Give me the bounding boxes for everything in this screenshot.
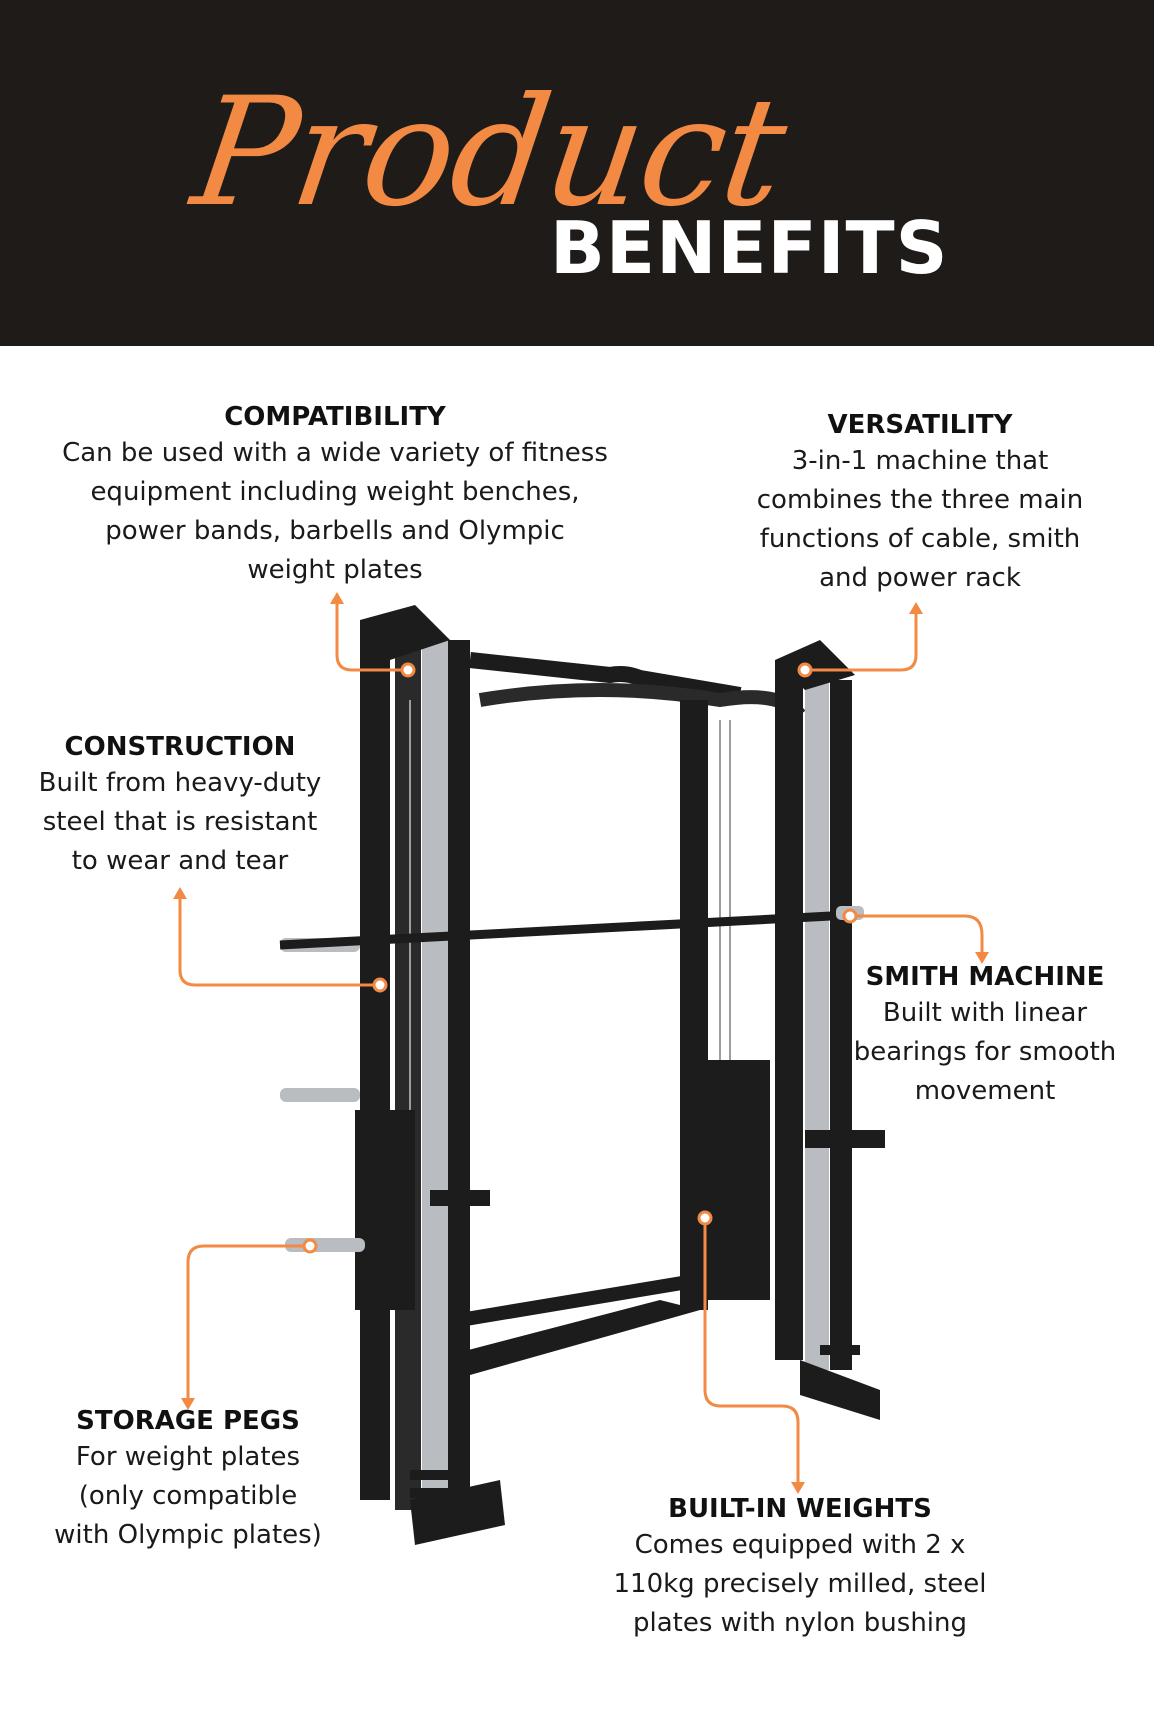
benefit-line: combines the three main bbox=[756, 485, 1084, 515]
versatility-connector bbox=[806, 608, 918, 672]
arrow-down-icon bbox=[181, 1398, 195, 1410]
benefit-line: 3-in-1 machine that bbox=[791, 446, 1049, 476]
benefit-line: Built from heavy-duty bbox=[38, 768, 322, 798]
benefit-line: functions of cable, smith bbox=[759, 524, 1081, 554]
benefit-line: Comes equipped with 2 x bbox=[634, 1530, 966, 1560]
arrow-up-icon bbox=[330, 592, 344, 604]
weights-connector bbox=[703, 1214, 800, 1487]
anchor-dot bbox=[697, 1210, 713, 1226]
compatibility-connector bbox=[335, 598, 407, 672]
bold-title: BENEFITS bbox=[550, 206, 949, 290]
benefit-line: with Olympic plates) bbox=[54, 1520, 322, 1550]
arrow-up-icon bbox=[173, 887, 187, 899]
benefit-title: COMPATIBILITY bbox=[224, 402, 446, 432]
benefit-storage-pegs: STORAGE PEGS For weight plates (only com… bbox=[30, 1404, 346, 1555]
benefit-line: plates with nylon bushing bbox=[632, 1608, 968, 1638]
arrow-down-icon bbox=[975, 952, 989, 964]
benefit-title: SMITH MACHINE bbox=[865, 962, 1105, 992]
anchor-dot bbox=[400, 662, 416, 678]
header-banner: Product BENEFITS bbox=[0, 0, 1154, 346]
benefit-line: weight plates bbox=[247, 555, 423, 585]
benefit-line: and power rack bbox=[819, 563, 1021, 593]
construction-connector bbox=[178, 893, 380, 987]
benefit-versatility: VERSATILITY 3-in-1 machine that combines… bbox=[720, 408, 1120, 598]
anchor-dot bbox=[842, 908, 858, 924]
benefit-compatibility: COMPATIBILITY Can be used with a wide va… bbox=[40, 400, 630, 590]
smith-connector bbox=[850, 914, 984, 957]
benefit-line: 110kg precisely milled, steel bbox=[613, 1569, 987, 1599]
storage-connector bbox=[186, 1244, 310, 1404]
benefit-line: (only compatible bbox=[78, 1481, 298, 1511]
benefit-construction: CONSTRUCTION Built from heavy-duty steel… bbox=[20, 730, 340, 881]
anchor-dot bbox=[302, 1238, 318, 1254]
benefit-title: STORAGE PEGS bbox=[76, 1406, 300, 1436]
benefit-line: Can be used with a wide variety of fitne… bbox=[62, 438, 608, 468]
benefit-line: steel that is resistant bbox=[42, 807, 318, 837]
anchor-dot bbox=[797, 662, 813, 678]
benefit-line: to wear and tear bbox=[71, 846, 289, 876]
benefit-line: equipment including weight benches, bbox=[90, 477, 580, 507]
arrow-up-icon bbox=[909, 602, 923, 614]
benefit-title: VERSATILITY bbox=[827, 410, 1013, 440]
benefit-line: bearings for smooth bbox=[853, 1037, 1117, 1067]
benefit-line: For weight plates bbox=[75, 1442, 301, 1472]
benefit-smith-machine: SMITH MACHINE Built with linear bearings… bbox=[835, 960, 1135, 1111]
benefit-built-in-weights: BUILT-IN WEIGHTS Comes equipped with 2 x… bbox=[590, 1492, 1010, 1643]
benefit-line: Built with linear bbox=[882, 998, 1088, 1028]
arrow-down-icon bbox=[791, 1482, 805, 1494]
benefit-title: BUILT-IN WEIGHTS bbox=[668, 1494, 932, 1524]
benefit-line: power bands, barbells and Olympic bbox=[105, 516, 565, 546]
benefit-title: CONSTRUCTION bbox=[64, 732, 296, 762]
anchor-dot bbox=[372, 977, 388, 993]
benefit-line: movement bbox=[914, 1076, 1056, 1106]
